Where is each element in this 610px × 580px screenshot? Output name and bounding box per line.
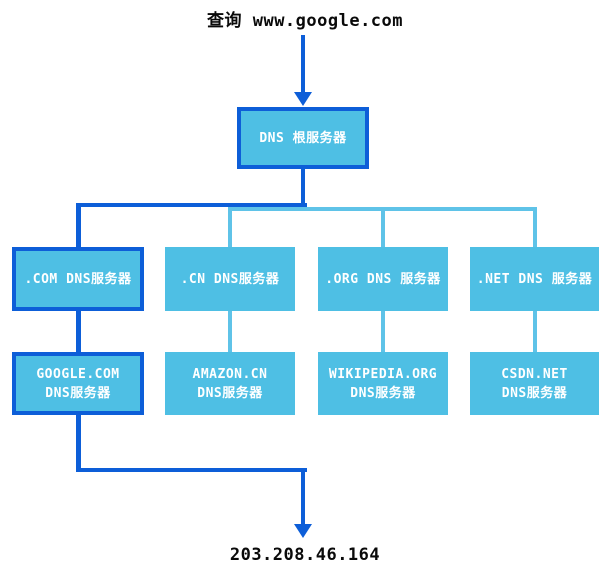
domain-server-amazon-line1: AMAZON.CN	[192, 366, 268, 382]
result-path-horizontal	[76, 468, 307, 472]
tld-server-net-box: .NET DNS 服务器	[470, 247, 599, 311]
domain-server-csdn-line1: CSDN.NET	[501, 366, 568, 382]
domain-server-amazon-box: AMAZON.CN DNS服务器	[165, 352, 295, 415]
root-dns-server-box: DNS 根服务器	[237, 107, 369, 169]
connector-bus-to-net	[533, 207, 537, 247]
root-dns-server-label: DNS 根服务器	[259, 130, 347, 146]
domain-server-google-line1: GOOGLE.COM	[36, 366, 120, 382]
query-arrow-down-icon	[294, 92, 312, 106]
result-path-vertical-2	[301, 468, 305, 524]
tld-server-com-box: .COM DNS服务器	[12, 247, 144, 311]
result-path-vertical-1	[76, 415, 81, 472]
domain-server-wikipedia-box: WIKIPEDIA.ORG DNS服务器	[318, 352, 448, 415]
result-ip-label: 203.208.46.164	[229, 545, 381, 565]
connector-com-to-google	[76, 311, 81, 352]
domain-server-amazon-line2: DNS服务器	[197, 385, 263, 401]
domain-server-wikipedia-line2: DNS服务器	[350, 385, 416, 401]
tld-server-org-box: .ORG DNS 服务器	[318, 247, 448, 311]
domain-server-wikipedia-line1: WIKIPEDIA.ORG	[328, 366, 438, 382]
bus-line-highlight	[76, 203, 307, 207]
connector-bus-to-cn	[228, 207, 232, 247]
tld-server-org-label: .ORG DNS 服务器	[325, 271, 441, 287]
connector-net-to-csdn	[533, 311, 537, 352]
tld-server-net-label: .NET DNS 服务器	[476, 271, 593, 287]
domain-server-google-box: GOOGLE.COM DNS服务器	[12, 352, 144, 415]
tld-server-cn-label: .CN DNS服务器	[180, 271, 280, 287]
result-arrow-down-icon	[294, 524, 312, 538]
domain-server-google-line2: DNS服务器	[45, 385, 111, 401]
query-label: 查询 www.google.com	[206, 11, 404, 31]
query-arrow-line	[301, 35, 305, 93]
tld-server-com-label: .COM DNS服务器	[24, 271, 132, 287]
connector-org-to-wikipedia	[381, 311, 385, 352]
connector-bus-to-com	[76, 203, 81, 247]
connector-bus-to-org	[381, 207, 385, 247]
root-to-bus-connector	[301, 169, 305, 205]
domain-server-csdn-line2: DNS服务器	[501, 385, 568, 401]
tld-server-cn-box: .CN DNS服务器	[165, 247, 295, 311]
domain-server-csdn-box: CSDN.NET DNS服务器	[470, 352, 599, 415]
connector-cn-to-amazon	[228, 311, 232, 352]
